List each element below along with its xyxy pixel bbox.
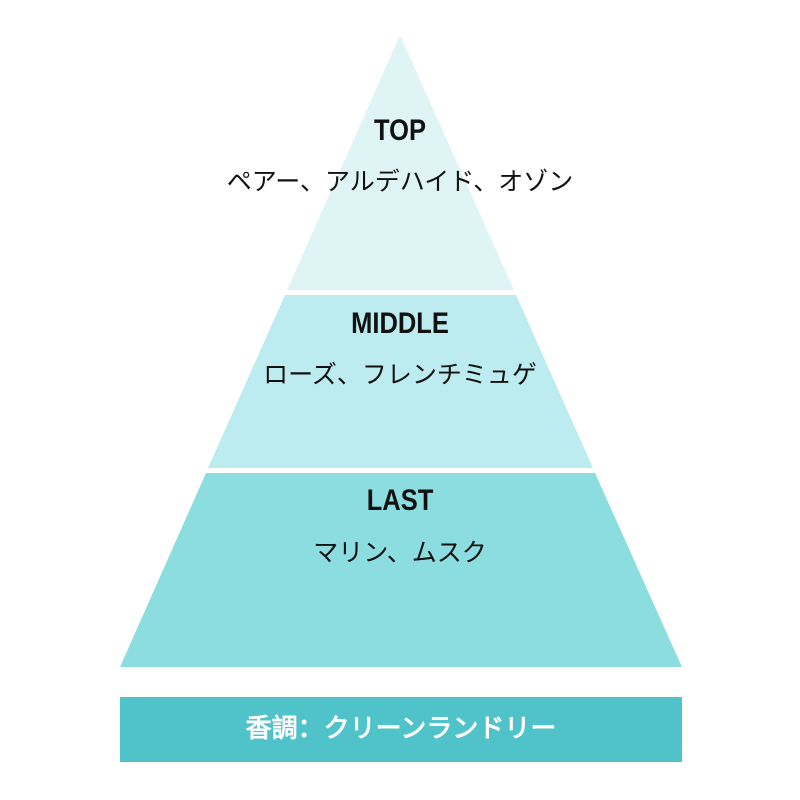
footer-label: 香調：クリーンランドリー bbox=[245, 714, 557, 744]
footer-bar bbox=[120, 697, 682, 762]
tier-last-title: LAST bbox=[366, 484, 434, 517]
pyramid-tier-top bbox=[287, 35, 514, 290]
tier-top-notes: ペアー、アルデハイド、オゾン bbox=[226, 167, 574, 196]
pyramid-tier-middle bbox=[208, 295, 593, 468]
tier-middle-notes: ローズ、フレンチミュゲ bbox=[263, 360, 537, 389]
pyramid-tier-last bbox=[120, 473, 682, 667]
tier-middle-title: MIDDLE bbox=[351, 307, 449, 340]
tier-top-title: TOP bbox=[374, 114, 426, 147]
tier-last-notes: マリン、ムスク bbox=[313, 538, 487, 567]
